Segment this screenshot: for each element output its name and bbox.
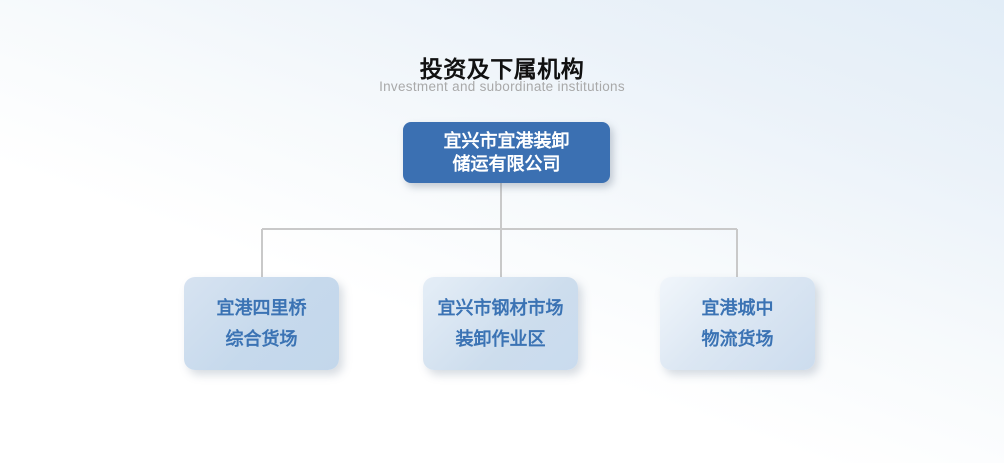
org-node-root-label-line2: 储运有限公司 xyxy=(452,153,561,174)
org-node-child-2: 宜兴市钢材市场 装卸作业区 xyxy=(423,277,578,370)
page-subtitle: Investment and subordinate institutions xyxy=(379,79,625,94)
org-node-child-3-label-line1: 宜港城中 xyxy=(701,297,774,318)
org-node-child-2-label-line1: 宜兴市钢材市场 xyxy=(437,297,564,318)
org-node-root-label-line1: 宜兴市宜港装卸 xyxy=(443,130,570,151)
org-node-child-3: 宜港城中 物流货场 xyxy=(660,277,815,370)
page-title: 投资及下属机构 xyxy=(419,56,585,82)
org-node-child-1: 宜港四里桥 综合货场 xyxy=(184,277,339,370)
org-node-root: 宜兴市宜港装卸 储运有限公司 xyxy=(403,122,610,183)
org-node-child-3-label-line2: 物流货场 xyxy=(701,328,774,349)
org-node-child-2-label-line2: 装卸作业区 xyxy=(455,328,546,349)
org-node-child-1-label-line1: 宜港四里桥 xyxy=(216,297,307,318)
org-node-child-1-label-line2: 综合货场 xyxy=(225,328,298,349)
